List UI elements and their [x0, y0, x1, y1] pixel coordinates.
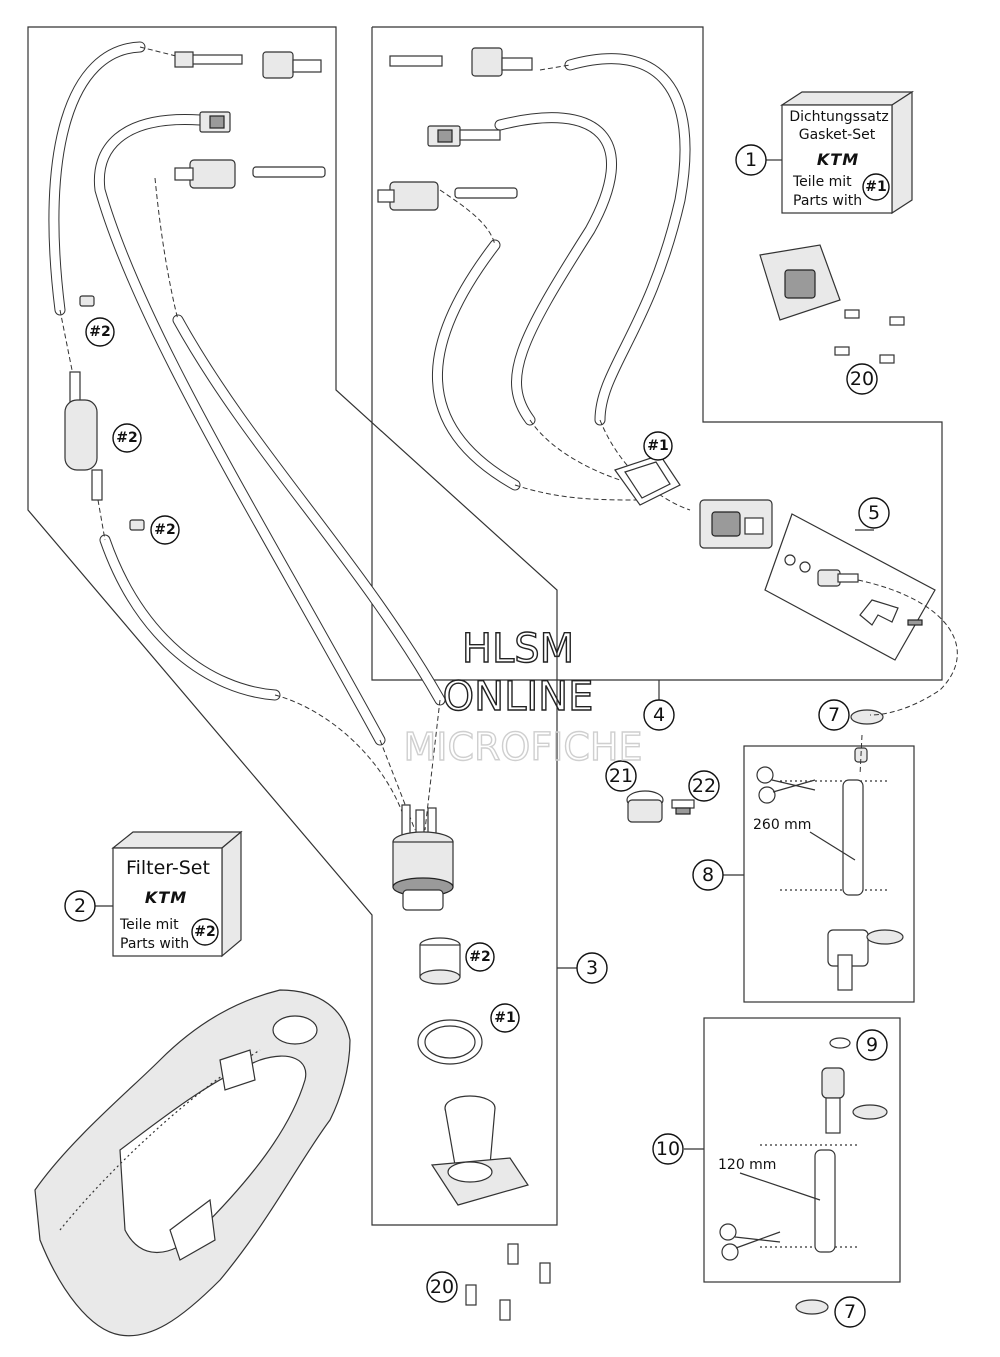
svg-text:#1: #1 [647, 438, 668, 454]
group-outline-4 [371, 26, 943, 681]
callout-5: 5 [858, 497, 890, 529]
filter-box-ref: #2 [194, 924, 215, 940]
svg-text:1: 1 [745, 149, 757, 171]
filter-box-line4: Parts with [120, 936, 189, 952]
watermark: HLSM ONLINE MICROFICHE [403, 625, 643, 769]
svg-text:21: 21 [609, 765, 633, 787]
ref-2-pump-filter: #2 [465, 942, 495, 972]
callout-20-lower: 20 [426, 1271, 458, 1303]
ref-2-upper: #2 [85, 317, 115, 347]
dimension-120mm: 120 mm [718, 1157, 776, 1173]
pump-filter [419, 937, 461, 985]
fuel-pump [392, 804, 454, 911]
hose-clamp-7-bottom [795, 1299, 829, 1315]
gasket-box-line4: Parts with [793, 193, 862, 209]
gasket-box-brand: KTM [817, 150, 859, 169]
callout-2: 2 [64, 890, 96, 922]
callout-21: 21 [605, 760, 637, 792]
filter-box-title: Filter-Set [126, 857, 210, 879]
callout-1: 1 [735, 144, 767, 176]
callout-8: 8 [692, 859, 724, 891]
svg-text:8: 8 [702, 864, 714, 886]
grommet-and-screw [626, 790, 695, 823]
svg-text:#2: #2 [469, 949, 490, 965]
gasket-box-line3: Teile mit [792, 174, 852, 190]
filter-box-line3: Teile mit [119, 917, 179, 933]
callout-9: 9 [856, 1029, 888, 1061]
group-outline-5 [764, 513, 936, 661]
gasket-set-box: Dichtungssatz Gasket-Set KTM Teile mit P… [779, 90, 915, 215]
svg-text:HLSM: HLSM [462, 626, 574, 672]
filter-box-brand: KTM [145, 888, 187, 907]
svg-text:4: 4 [653, 704, 665, 726]
hose-kit-120 [719, 1037, 888, 1261]
ref-2-filter: #2 [112, 423, 142, 453]
callout-7-top: 7 [818, 699, 850, 731]
ref-1-ring: #1 [490, 1003, 520, 1033]
callout-20-upper: 20 [846, 363, 878, 395]
gasket-box-line2: Gasket-Set [799, 127, 876, 143]
svg-text:3: 3 [586, 957, 598, 979]
svg-text:10: 10 [656, 1138, 680, 1160]
svg-text:MICROFICHE: MICROFICHE [403, 725, 642, 769]
svg-text:20: 20 [850, 368, 874, 390]
gasket-box-line1: Dichtungssatz [789, 109, 888, 125]
hose-clamp-7-top [850, 709, 884, 725]
callout-7-bottom: 7 [834, 1296, 866, 1328]
svg-text:#2: #2 [89, 324, 110, 340]
callout-22: 22 [688, 770, 720, 802]
pump-housing [430, 1095, 529, 1206]
group-outline-8 [743, 745, 915, 1003]
dimension-260mm: 260 mm [753, 817, 811, 833]
svg-text:#2: #2 [154, 522, 175, 538]
ref-2-lower: #2 [150, 515, 180, 545]
group-outline-10 [703, 1017, 901, 1283]
svg-text:7: 7 [844, 1301, 856, 1323]
svg-text:#2: #2 [116, 430, 137, 446]
hose-assembly-right [377, 47, 773, 549]
flange-gasket-ring [417, 1019, 483, 1065]
svg-text:ONLINE: ONLINE [443, 674, 594, 720]
fuel-tank [34, 989, 351, 1337]
ref-1-flange: #1 [643, 431, 673, 461]
svg-text:22: 22 [692, 775, 716, 797]
svg-text:#1: #1 [494, 1010, 515, 1026]
sensor-kit [784, 554, 923, 626]
group-outline-3 [27, 26, 558, 1226]
filter-set-box: Filter-Set KTM Teile mit Parts with #2 [111, 830, 243, 958]
svg-text:2: 2 [74, 895, 86, 917]
svg-text:20: 20 [430, 1276, 454, 1298]
svg-text:9: 9 [866, 1034, 878, 1056]
screws-bottom [465, 1243, 551, 1321]
svg-text:7: 7 [828, 704, 840, 726]
hose-kit-260 [756, 747, 904, 991]
callout-3: 3 [576, 952, 608, 984]
svg-text:5: 5 [868, 502, 880, 524]
callout-10: 10 [652, 1133, 684, 1165]
hose-assembly-left [48, 41, 446, 831]
callout-4: 4 [643, 699, 675, 731]
connector-bracket [759, 244, 905, 364]
gasket-box-ref: #1 [865, 179, 886, 195]
